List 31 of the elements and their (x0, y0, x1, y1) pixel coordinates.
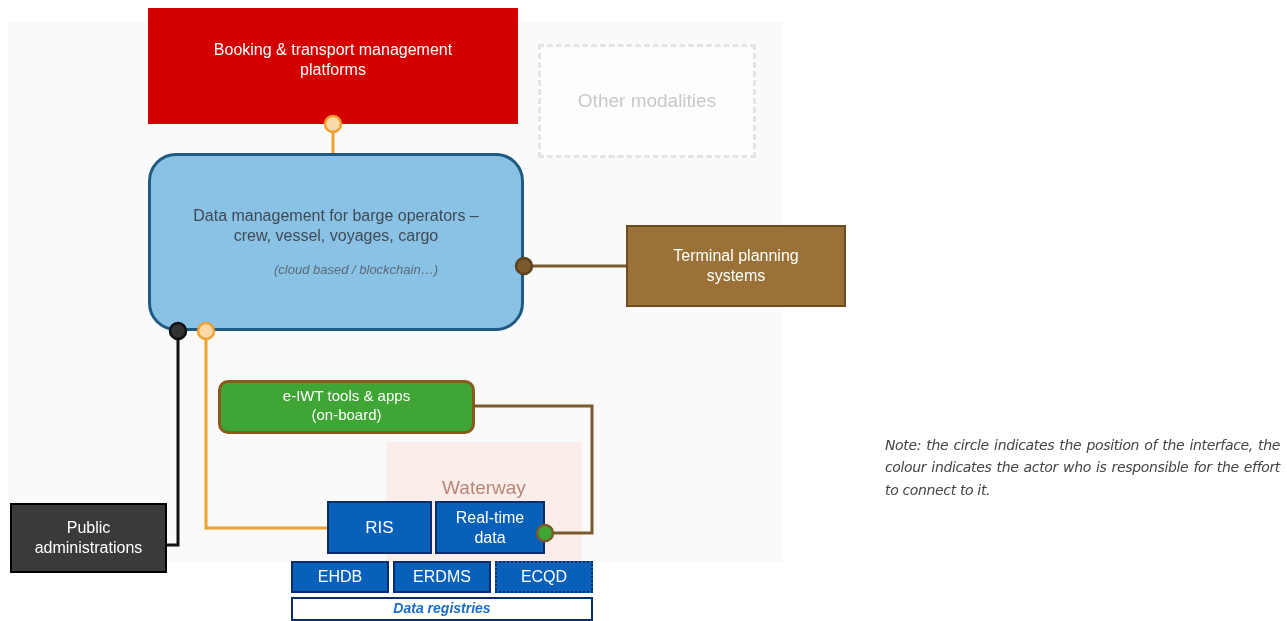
node-note: (cloud based / blockchain…) (274, 262, 438, 279)
node-label: Data management for barge operators – crew, vessel, voyages, cargo (192, 206, 480, 246)
rounded-box (218, 380, 475, 434)
connector-line (475, 404, 594, 543)
system-box (626, 225, 846, 307)
node-label: Data registries (393, 600, 491, 618)
system-box (327, 501, 432, 554)
connector-line (167, 321, 188, 547)
connector-line (196, 321, 327, 530)
node-label: Real-time data (454, 507, 526, 548)
node-label: RIS (365, 516, 394, 539)
rounded-box (148, 153, 524, 331)
registry-bar (291, 597, 593, 621)
registry-box (495, 561, 593, 593)
node-label: ECQD (520, 567, 568, 587)
dashed-box (538, 44, 756, 158)
system-box (435, 501, 545, 554)
node-label: ERDMS (413, 567, 471, 587)
node-label: e-IWT tools & apps (on-board) (281, 387, 412, 425)
note-text: Note: the circle indicates the position of the interface, the colour indicates the actor who is responsible for the effort to connect to it. (885, 436, 1280, 500)
registry-box (393, 561, 491, 593)
connector-line (514, 256, 626, 276)
node-label: Waterway (442, 476, 526, 500)
node-label: Public administrations (33, 518, 144, 558)
actor-box (10, 503, 167, 573)
node-label: Booking & transport management platforms (212, 40, 454, 80)
platform-box (148, 8, 518, 124)
node-label: Terminal planning systems (672, 246, 800, 286)
node-label: EHDB (317, 567, 363, 587)
connector-line (323, 114, 343, 153)
registry-box (291, 561, 389, 593)
